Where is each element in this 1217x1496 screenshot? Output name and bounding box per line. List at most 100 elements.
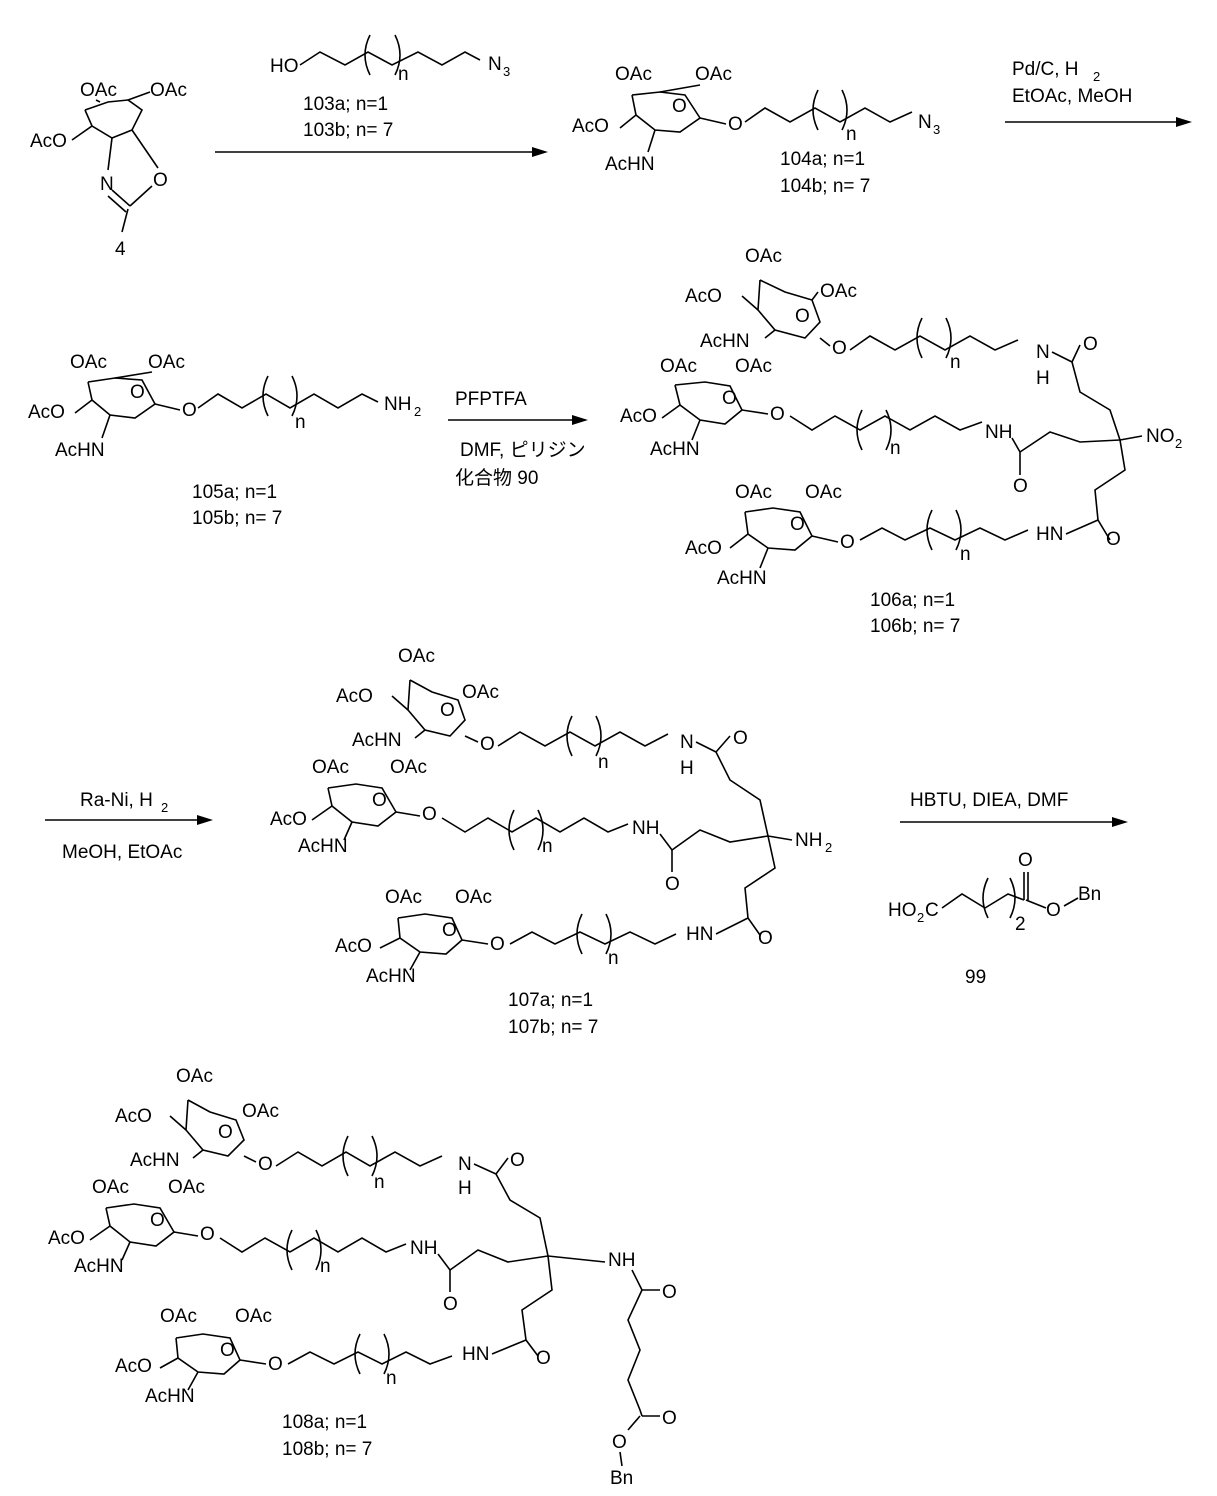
- bond: [396, 812, 420, 816]
- compound-label: 107a; n=1: [508, 990, 593, 1011]
- group-label: OAc: [168, 1177, 205, 1198]
- bond: [765, 330, 775, 338]
- group-label: O: [1018, 850, 1033, 871]
- group-label: OAc: [385, 887, 422, 908]
- group-label: OAc: [160, 1306, 197, 1327]
- bond: [1072, 345, 1080, 362]
- chain-bond: [1072, 362, 1120, 440]
- repeat-bracket: [509, 810, 514, 850]
- chain-bond: [745, 108, 912, 122]
- bond: [742, 410, 768, 414]
- bond: [130, 186, 152, 206]
- group-label: OAc: [176, 1066, 213, 1087]
- group-label: AcHN: [352, 730, 402, 751]
- amine-group: NH: [384, 394, 411, 415]
- group-label: O: [832, 338, 847, 359]
- group-label: AcHN: [366, 966, 416, 987]
- group-label: AcO: [28, 402, 65, 423]
- bond: [548, 1256, 605, 1262]
- reagent-text: Pd/C, H: [1012, 59, 1079, 80]
- group-label: AcHN: [130, 1150, 180, 1171]
- group-label: AcO: [115, 1106, 152, 1127]
- group-label: O: [758, 928, 773, 949]
- reaction-arrow-2: Pd/C, H 2 EtOAc, MeOH: [1005, 59, 1192, 127]
- bond: [160, 1358, 178, 1368]
- bond: [115, 372, 152, 378]
- bond: [155, 404, 180, 410]
- group-label: AcO: [336, 686, 373, 707]
- group-label: O: [662, 1282, 677, 1303]
- group-label: N: [458, 1154, 472, 1175]
- bond: [72, 126, 92, 140]
- amine-subscript: 2: [825, 840, 832, 855]
- arrow-head: [1112, 817, 1128, 827]
- amide-group: HN: [1036, 524, 1063, 545]
- repeat-index: n: [960, 544, 971, 565]
- compound-label: 105b; n= 7: [192, 508, 282, 529]
- bond: [122, 1242, 130, 1260]
- compound-label: 106a; n=1: [870, 590, 955, 611]
- repeat-bracket: [567, 716, 572, 756]
- bond: [742, 296, 758, 310]
- repeat-bracket: [927, 510, 932, 550]
- group-label: O: [422, 804, 437, 825]
- amide-group: NH: [410, 1238, 437, 1259]
- group-label: OAc: [455, 887, 492, 908]
- chain-bond: [672, 830, 768, 850]
- arrow-head: [197, 815, 213, 825]
- bond: [496, 1158, 508, 1174]
- bond: [244, 1156, 256, 1162]
- group-label: OAc: [390, 757, 427, 778]
- chain-bond: [716, 752, 768, 836]
- bond: [492, 1340, 526, 1354]
- reagent-103-structure: HO n N 3 103a; n=1 103b; n= 7: [270, 35, 510, 141]
- group-label: C: [925, 900, 939, 921]
- chain-bond: [860, 528, 1028, 540]
- group-label: AcO: [620, 406, 657, 427]
- bond: [768, 836, 792, 840]
- bond: [193, 1150, 203, 1158]
- group-label: O: [672, 96, 687, 117]
- bond: [380, 938, 400, 948]
- group-label: OAc: [70, 352, 107, 373]
- group-label: Bn: [610, 1468, 633, 1489]
- group-label: O: [510, 1150, 525, 1171]
- reaction-arrow-5: HBTU, DIEA, DMF: [900, 790, 1128, 827]
- bond: [344, 822, 352, 840]
- bond: [415, 730, 425, 738]
- chain-bond: [288, 1352, 452, 1364]
- reagent-text: MeOH, EtOAc: [62, 842, 182, 863]
- repeat-bracket: [372, 1136, 377, 1176]
- amide-group: HN: [686, 924, 713, 945]
- reagent-text: EtOAc, MeOH: [1012, 86, 1132, 107]
- group-label: OAc: [615, 64, 652, 85]
- compound-label: 103a; n=1: [303, 94, 388, 115]
- group-label: OAc: [235, 1306, 272, 1327]
- group-label: O: [218, 1122, 233, 1143]
- azide-subscript: 3: [933, 122, 940, 137]
- nitro-group: NO: [1146, 426, 1175, 447]
- bond: [632, 1270, 642, 1290]
- group-label: AcO: [685, 286, 722, 307]
- repeat-index: n: [598, 752, 609, 773]
- bond: [240, 1360, 266, 1364]
- compound-label: 103b; n= 7: [303, 120, 393, 141]
- amine-subscript: 2: [414, 404, 421, 419]
- chain-bond: [510, 932, 676, 944]
- compound-107-structure: OAc OAc AcO AcHN O O n N H O OAc OAc AcO…: [270, 646, 832, 1038]
- group-label: O: [490, 934, 505, 955]
- bond: [620, 115, 636, 128]
- bond: [628, 1416, 640, 1430]
- chain-bond: [220, 1238, 406, 1252]
- repeat-bracket: [577, 914, 582, 954]
- repeat-index: n: [320, 1256, 331, 1277]
- group-label: N: [1036, 342, 1050, 363]
- bond: [122, 209, 128, 232]
- bond: [312, 806, 332, 820]
- repeat-bracket: [343, 1136, 348, 1176]
- group-label: OAc: [148, 352, 185, 373]
- group-label: HO: [888, 900, 917, 921]
- group-label: O: [728, 114, 743, 135]
- chain-bond: [498, 732, 668, 746]
- bond: [1064, 898, 1078, 906]
